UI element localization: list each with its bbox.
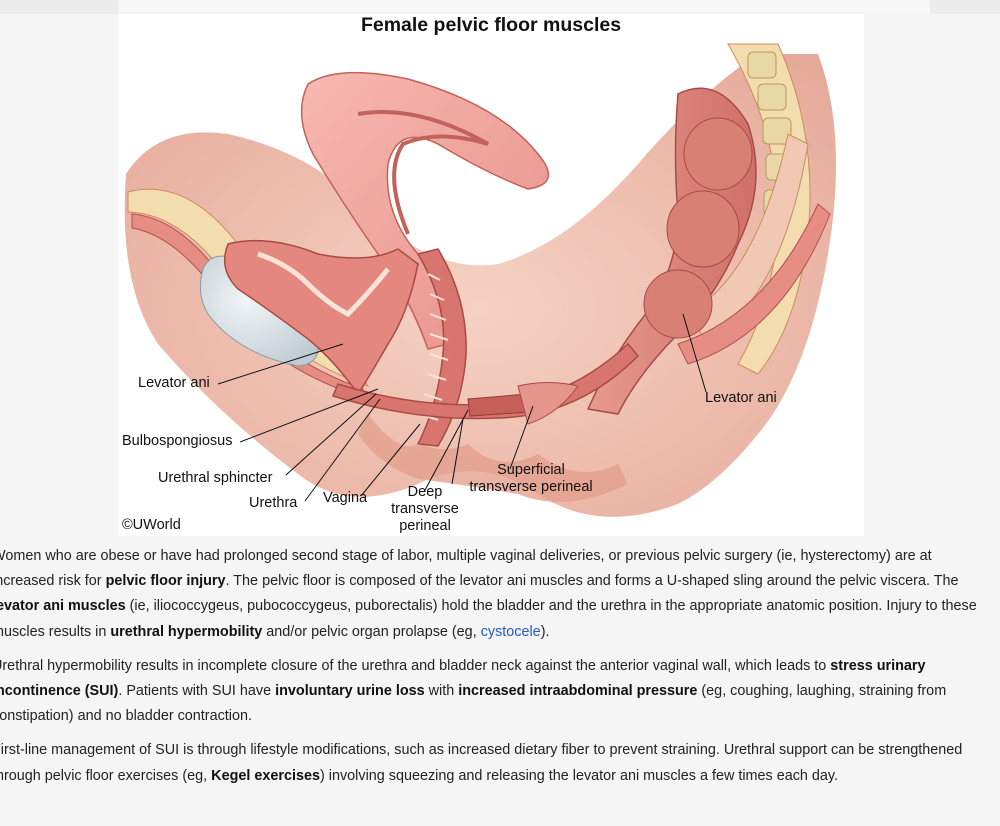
cystocele-link[interactable]: cystocele bbox=[480, 623, 541, 640]
p1-text-c: . The pelvic floor is composed of the le… bbox=[225, 573, 959, 590]
label-deep-line-1: Deep bbox=[407, 484, 443, 500]
p2-bold-involuntary-urine-loss: involuntary urine loss bbox=[275, 683, 425, 700]
p2-text-e: with bbox=[424, 683, 459, 700]
p1-text-i: ). bbox=[540, 623, 550, 640]
p1-text-e: (ie, iliococcygeus, pubococcygeus, pubor… bbox=[0, 598, 977, 640]
label-levator-ani-right: Levator ani bbox=[705, 390, 777, 406]
top-band bbox=[0, 0, 1000, 14]
label-superficial-transverse-perineal: Superficial transverse perineal bbox=[458, 462, 604, 496]
p2-bold-sui: stress urinary incontinence (SUI) bbox=[0, 657, 926, 700]
label-bulbospongiosus: Bulbospongiosus bbox=[122, 433, 233, 449]
label-superficial-line-1: Superficial bbox=[497, 462, 565, 478]
p2-text-a: Urethral hypermobility results in incomp… bbox=[0, 657, 831, 674]
p1-bold-levator-ani: levator ani muscles bbox=[0, 598, 126, 615]
label-deep-line-3: perineal bbox=[399, 518, 451, 534]
pelvic-floor-figure: Female pelvic floor muscles Levator ani … bbox=[118, 14, 864, 536]
label-levator-ani-left: Levator ani bbox=[138, 375, 210, 391]
label-vagina: Vagina bbox=[323, 490, 368, 506]
figure-title: Female pelvic floor muscles bbox=[360, 14, 622, 36]
p3-text-c: ) involving squeezing and releasing the … bbox=[319, 767, 839, 784]
p3-bold-kegel-exercises: Kegel exercises bbox=[211, 767, 320, 784]
p2-text-g: (eg, coughing, laughing, straining from … bbox=[0, 683, 947, 725]
label-urethral-sphincter: Urethral sphincter bbox=[158, 470, 273, 486]
paragraph-3: First-line management of SUI is through … bbox=[0, 738, 994, 788]
paragraph-1: Women who are obese or have had prolonge… bbox=[0, 544, 994, 645]
label-deep-transverse-perineal: Deep transverse perineal bbox=[382, 484, 468, 535]
p1-text-a: Women who are obese or have had prolonge… bbox=[0, 548, 932, 590]
p1-bold-pelvic-floor-injury: pelvic floor injury bbox=[105, 573, 226, 590]
p3-text-a: First-line management of SUI is through … bbox=[0, 742, 963, 784]
copyright-credit: ©UWorld bbox=[122, 517, 181, 533]
label-deep-line-2: transverse bbox=[391, 501, 459, 517]
paragraph-2: Urethral hypermobility results in incomp… bbox=[0, 654, 994, 730]
pelvic-illustration bbox=[124, 43, 836, 517]
label-urethra: Urethra bbox=[249, 495, 298, 511]
p2-text-c: . Patients with SUI have bbox=[118, 683, 276, 700]
p2-bold-intraabdominal-pressure: increased intraabdominal pressure bbox=[458, 683, 698, 700]
p1-bold-urethral-hypermobility: urethral hypermobility bbox=[110, 623, 263, 640]
p1-text-g: and/or pelvic organ prolapse (eg, bbox=[262, 623, 481, 640]
explanation-text: Women who are obese or have had prolonge… bbox=[0, 544, 994, 798]
label-superficial-line-2: transverse perineal bbox=[469, 479, 593, 495]
